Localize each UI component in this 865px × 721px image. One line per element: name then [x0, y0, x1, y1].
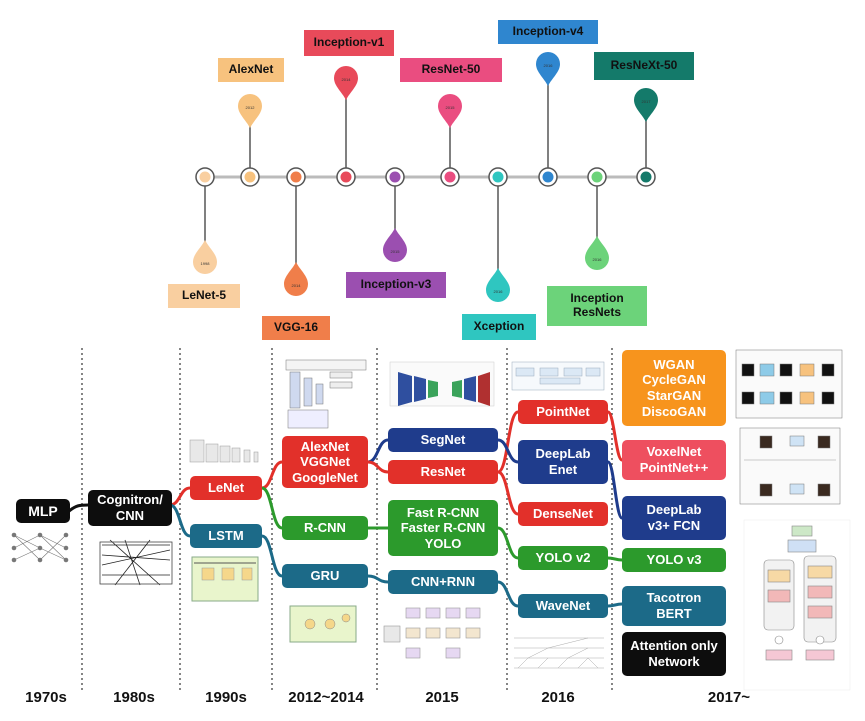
timeline-pin-alexnet: 2012: [238, 94, 262, 128]
timeline-dot-lenet-5: [195, 167, 215, 187]
era-label-1990s: 1990s: [205, 689, 247, 706]
timeline-pin-inception-v3: 2015: [383, 228, 407, 262]
timeline-pin-inception-v1: 2014: [334, 66, 358, 100]
timeline-label-resnext-50: ResNeXt-50: [594, 52, 694, 80]
timeline-label-alexnet: AlexNet: [218, 58, 284, 82]
timeline-year-xception: 2016: [494, 289, 504, 294]
node-voxelnet-pointnetpp: VoxelNet PointNet++: [622, 440, 726, 480]
gru-cell-thumbnail: [289, 605, 357, 643]
node-wavenet: WaveNet: [518, 594, 608, 618]
timeline-year-vgg-16: 2014: [292, 283, 302, 288]
era-label-2016: 2016: [541, 689, 575, 706]
timeline-label-inception-v4: Inception-v4: [498, 20, 598, 44]
stargan-thumbnail: [739, 427, 841, 505]
timeline-dot-alexnet: [240, 167, 260, 187]
evolution-connectors: [67, 410, 624, 608]
node-lenet: LeNet: [190, 476, 262, 500]
timeline-year-alexnet: 2012: [246, 105, 256, 110]
timeline-dot-inception-v1: [336, 167, 356, 187]
timeline-dot-xception: [488, 167, 508, 187]
node-pointnet: PointNet: [518, 400, 608, 424]
timeline-dot-resnext-50: [636, 167, 656, 187]
lstm-cell-thumbnail: [191, 556, 259, 602]
transformer-architecture-thumbnail: [743, 519, 851, 691]
node-attention-only-network: Attention only Network: [622, 632, 726, 676]
timeline-year-resnet-50: 2015: [446, 105, 456, 110]
timeline-year-inception-resnets: 2016: [593, 257, 603, 262]
wavenet-dilation-thumbnail: [514, 637, 604, 669]
node-yolo-v3: YOLO v3: [622, 548, 726, 572]
timeline-dot-resnet-50: [440, 167, 460, 187]
timeline-pin-vgg-16: 2014: [284, 262, 308, 296]
node-tacotron-bert: Tacotron BERT: [622, 586, 726, 626]
timeline-pin-resnet-50: 2015: [438, 94, 462, 128]
node-mlp: MLP: [16, 499, 70, 523]
node-segnet: SegNet: [388, 428, 498, 452]
node-alexnet-vggnet-googlenet: AlexNet VGGNet GoogleNet: [282, 436, 368, 488]
timeline-year-resnext-50: 2017: [642, 99, 652, 104]
timeline-year-inception-v4: 2016: [544, 63, 554, 68]
node-lstm: LSTM: [190, 524, 262, 548]
alexnet-architecture-thumbnail: [285, 359, 367, 429]
timeline-label-vgg-16: VGG-16: [262, 316, 330, 340]
node-gan-group: WGAN CycleGAN StarGAN DiscoGAN: [622, 350, 726, 426]
timeline-dot-inception-v3: [385, 167, 405, 187]
node-deeplab-enet: DeepLab Enet: [518, 440, 608, 484]
node-densenet: DenseNet: [518, 502, 608, 526]
cnn-sketch-thumbnail: [99, 539, 173, 586]
cnn-rnn-captioning-thumbnail: [383, 607, 481, 659]
segnet-architecture-thumbnail: [389, 361, 495, 407]
timeline-label-lenet-5: LeNet-5: [168, 284, 240, 308]
node-fast-rcnn-group: Fast R-CNN Faster R-CNN YOLO: [388, 500, 498, 556]
timeline-pin-lenet-5: 1998: [193, 240, 217, 274]
timeline-year-lenet-5: 1998: [201, 261, 211, 266]
era-label-2012-2014: 2012~2014: [288, 689, 364, 706]
model-timeline: 1998 2012 2014 2014 2015 2015 2016 2016 2016 2017: [193, 52, 658, 302]
timeline-dot-vgg-16: [286, 167, 306, 187]
timeline-label-inception-resnets: Inception ResNets: [547, 286, 647, 326]
era-label-2015: 2015: [425, 689, 459, 706]
era-separators: [81, 348, 613, 690]
era-label-2017: 2017~: [707, 689, 751, 706]
timeline-dot-inception-v4: [538, 167, 558, 187]
era-label-1980s: 1980s: [113, 689, 155, 706]
timeline-year-inception-v1: 2014: [342, 77, 352, 82]
timeline-pin-resnext-50: 2017: [634, 88, 658, 122]
node-yolo-v2: YOLO v2: [518, 546, 608, 570]
timeline-label-inception-v3: Inception-v3: [346, 272, 446, 298]
node-gru: GRU: [282, 564, 368, 588]
timeline-label-inception-v1: Inception-v1: [304, 30, 394, 56]
node-cognitron-cnn: Cognitron/ CNN: [88, 490, 172, 526]
lenet-architecture-thumbnail: [189, 439, 259, 463]
node-resnet: ResNet: [388, 460, 498, 484]
node-deeplab-v3-fcn: DeepLab v3+ FCN: [622, 496, 726, 540]
timeline-year-inception-v3: 2015: [391, 249, 401, 254]
timeline-label-resnet-50: ResNet-50: [400, 58, 502, 82]
era-label-1970s: 1970s: [25, 689, 67, 706]
timeline-dot-inception-resnets: [587, 167, 607, 187]
timeline-pin-inception-resnets: 2016: [585, 236, 609, 270]
timeline-label-xception: Xception: [462, 314, 536, 340]
node-rcnn: R-CNN: [282, 516, 368, 540]
timeline-pin-inception-v4: 2016: [536, 52, 560, 86]
pointnet-architecture-thumbnail: [511, 361, 605, 391]
cyclegan-thumbnail: [735, 349, 843, 419]
node-cnn-rnn: CNN+RNN: [388, 570, 498, 594]
timeline-pin-xception: 2016: [486, 268, 510, 302]
mlp-network-thumbnail: [11, 532, 69, 563]
